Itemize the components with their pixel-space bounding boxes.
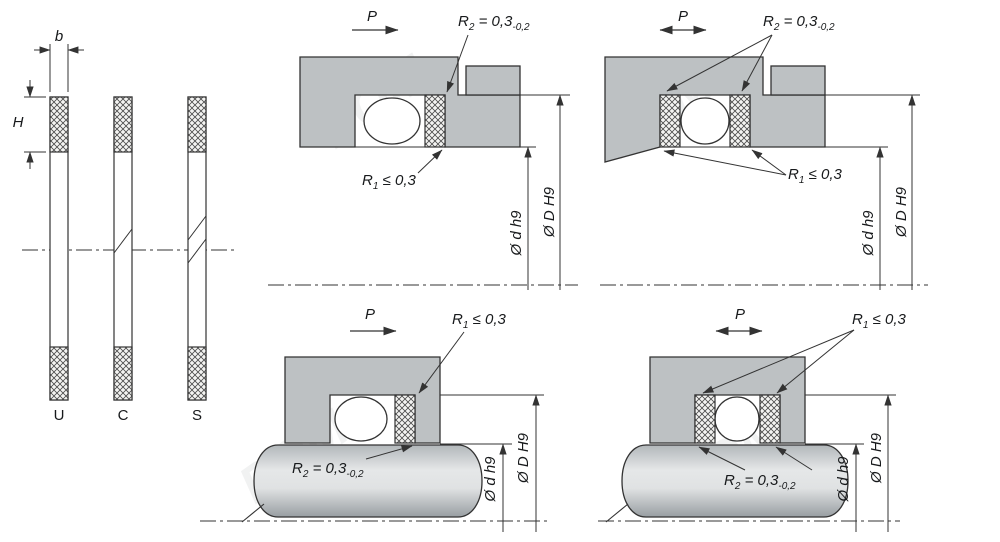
r1-leader [776, 329, 855, 394]
r1-annotation: R1 ≤ 0,3 [788, 166, 842, 186]
pressure-label: P [366, 8, 377, 25]
shaft-break-tick [241, 503, 265, 523]
guide-ring-section [394, 394, 416, 444]
dim-d-label: Ø d h9 [835, 456, 852, 502]
r1-leader [751, 149, 787, 176]
dim-D-label: Ø D H9 [868, 433, 885, 484]
o-ring-section [363, 97, 421, 145]
shaft-body [621, 444, 849, 518]
dimension-h [24, 80, 46, 169]
dim-D-label: Ø D H9 [515, 433, 532, 484]
ring-profiles [22, 44, 236, 401]
angle-cut-line [113, 228, 133, 254]
diagram-shaft-double [598, 326, 900, 532]
profile-label-c: C [117, 407, 129, 424]
r2-annotation: R2 = 0,3-0,2 [292, 460, 364, 480]
profile-label-s: S [191, 407, 202, 424]
r1-annotation: R1 ≤ 0,3 [852, 311, 906, 331]
dim-b-label: b [54, 28, 64, 45]
diagram-housing-single [268, 25, 578, 290]
housing-gland [465, 65, 521, 96]
dim-d-label: Ø d h9 [860, 210, 877, 256]
profile-ring-u [49, 96, 69, 401]
r2-leader [666, 34, 773, 92]
r2-leader [741, 34, 773, 92]
shaft-break-tick [605, 503, 629, 523]
o-ring-section [714, 396, 760, 442]
r1-leader [418, 331, 465, 394]
step-cut-line [187, 215, 207, 241]
guide-ring-section [694, 394, 716, 444]
guide-ring-section [424, 94, 446, 148]
r1-leader [417, 149, 443, 174]
r2-leader [698, 446, 746, 471]
shaft-body [253, 444, 483, 518]
pressure-label: P [677, 8, 688, 25]
guide-ring-section [659, 94, 681, 148]
profile-ring-c [113, 96, 133, 401]
diagram-housing-double [600, 25, 928, 290]
o-ring-section [680, 97, 730, 145]
dim-D-label: Ø D H9 [893, 187, 910, 238]
r2-leader [775, 446, 813, 471]
r1-leader [702, 329, 855, 394]
r1-leader [663, 149, 787, 176]
dim-d-label: Ø d h9 [508, 210, 525, 256]
guide-ring-section [759, 394, 781, 444]
r1-annotation: R1 ≤ 0,3 [362, 172, 416, 192]
profile-ring-s [187, 96, 207, 401]
r2-leader [365, 445, 413, 460]
dim-D-label: Ø D H9 [541, 187, 558, 238]
dimension-b [34, 44, 84, 92]
guide-ring-section [729, 94, 751, 148]
step-cut-line [187, 238, 207, 264]
dim-d-label: Ø d h9 [482, 456, 499, 502]
pressure-label: P [734, 306, 745, 323]
pressure-label: P [364, 306, 375, 323]
r2-annotation: R2 = 0,3-0,2 [724, 472, 796, 492]
profile-label-u: U [53, 407, 65, 424]
dim-h-label: H [12, 114, 24, 131]
r2-leader [446, 34, 469, 93]
diagram-shaft-single [200, 326, 548, 532]
r2-annotation: R2 = 0,3-0,2 [763, 13, 835, 33]
o-ring-section [334, 396, 388, 442]
r2-annotation: R2 = 0,3-0,2 [458, 13, 530, 33]
r1-annotation: R1 ≤ 0,3 [452, 311, 506, 331]
housing-gland [770, 65, 826, 96]
